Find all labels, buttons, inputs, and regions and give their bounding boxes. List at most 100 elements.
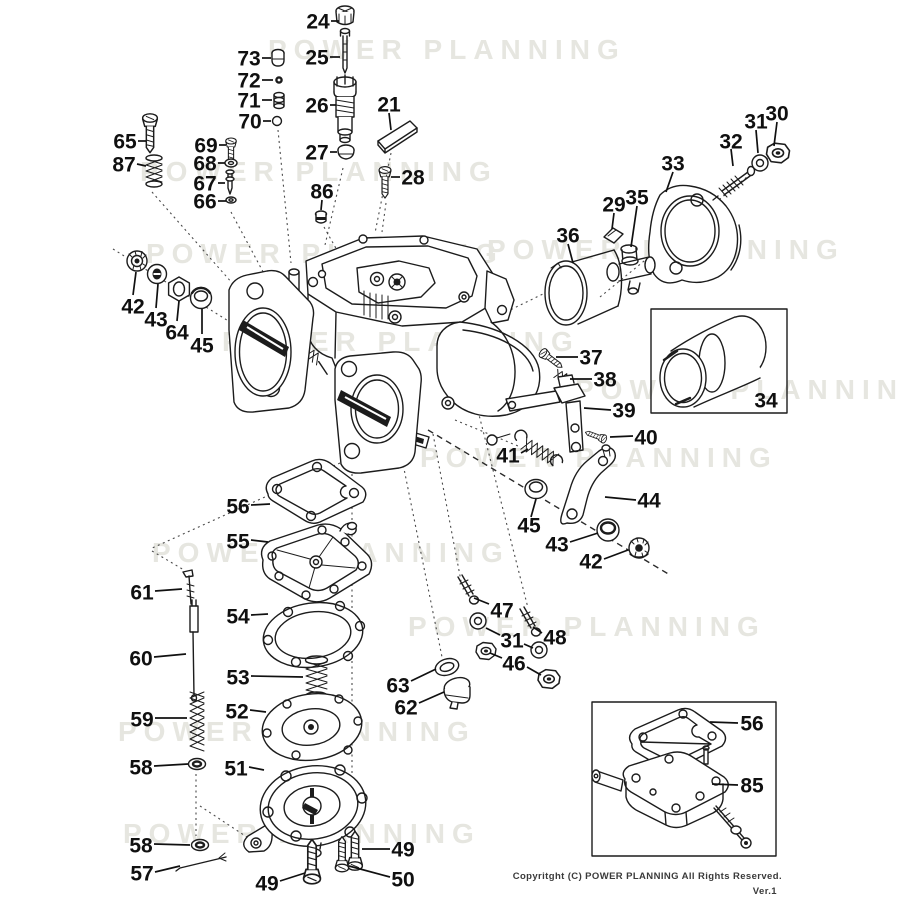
part-label-51: 51 [224, 758, 248, 781]
part-54-gasket [262, 600, 366, 669]
part-67-needle-valve [225, 169, 235, 195]
part-label-24: 24 [306, 11, 330, 34]
part-31-washer-b [469, 612, 487, 630]
part-43-grommet-left [146, 263, 168, 285]
label-leader-line [279, 872, 306, 882]
part-label-27: 27 [305, 142, 328, 165]
label-leader-line [604, 496, 637, 501]
part-43-grommet-right [596, 518, 620, 542]
label-leader-line [730, 148, 734, 167]
part-42-lock-nut-right [628, 537, 650, 559]
part-label-56: 56 [740, 713, 763, 736]
part-label-43: 43 [545, 534, 568, 557]
part-label-41: 41 [496, 445, 520, 468]
part-52-diaphragm [261, 692, 363, 762]
label-leader-line [567, 243, 574, 264]
part-87-spring [145, 154, 163, 188]
label-leader-line [611, 212, 615, 230]
label-leader-line [250, 613, 269, 616]
label-leader-line [410, 668, 437, 682]
part-label-48: 48 [543, 627, 567, 650]
label-leader-line [755, 129, 759, 154]
part-label-45: 45 [190, 335, 214, 358]
part-label-28: 28 [401, 167, 425, 190]
part-label-71: 71 [237, 90, 261, 113]
part-26-main-jet [333, 74, 357, 144]
watermark-text: POWER PLANNING [408, 611, 766, 642]
label-leader-line [153, 763, 189, 767]
part-label-31: 31 [744, 111, 768, 134]
label-leader-line [603, 549, 629, 560]
label-leader-line [320, 199, 323, 211]
part-label-39: 39 [612, 400, 635, 423]
part-label-65: 65 [113, 131, 137, 154]
part-25-rod [339, 27, 351, 74]
part-70-oring [271, 115, 283, 127]
part-label-50: 50 [391, 869, 414, 892]
watermark-text: POWER PLANNING [140, 156, 498, 187]
label-leader-line [153, 653, 187, 658]
part-86-plug [314, 210, 328, 224]
label-leader-line [249, 709, 267, 713]
part-label-72: 72 [237, 70, 260, 93]
label-leader-line [250, 675, 304, 678]
label-leader-line [609, 435, 634, 438]
part-46-nut-a [475, 641, 497, 661]
label-leader-line [154, 588, 183, 592]
part-label-55: 55 [226, 531, 250, 554]
part-73-cap [271, 48, 285, 67]
part-45-bushing-left [189, 286, 213, 310]
part-68-oring [224, 158, 238, 168]
part-label-49: 49 [255, 873, 278, 896]
label-leader-line [526, 666, 542, 676]
label-leader-line [473, 597, 490, 605]
part-32-spring-stud [712, 165, 756, 201]
part-60-pump-rod [189, 599, 199, 702]
label-leader-line [523, 643, 534, 649]
part-label-85: 85 [740, 775, 764, 798]
label-leader-line [711, 783, 739, 786]
part-label-29: 29 [602, 194, 625, 217]
part-65-idle-screw [141, 113, 159, 154]
part-label-87: 87 [112, 154, 135, 177]
part-label-57: 57 [130, 863, 153, 886]
part-85-pump-cover [591, 745, 752, 849]
part-label-59: 59 [130, 709, 153, 732]
part-label-60: 60 [129, 648, 152, 671]
label-leader-line [155, 283, 159, 309]
part-label-38: 38 [593, 369, 617, 392]
part-24-cap-screw [335, 5, 355, 26]
part-45-bushing-right [524, 478, 548, 500]
label-leader-line [250, 503, 271, 506]
part-label-21: 21 [377, 94, 401, 117]
part-label-86: 86 [310, 181, 333, 204]
part-58-washer-a [187, 757, 207, 771]
throttle-flange-upper [228, 269, 315, 413]
part-47-needle-jet [457, 574, 480, 605]
label-leader-line [709, 721, 739, 724]
label-leader-line [530, 498, 537, 518]
inset-box-56-85 [591, 701, 777, 857]
part-label-47: 47 [490, 600, 513, 623]
part-label-45: 45 [517, 515, 541, 538]
label-leader-line [248, 766, 265, 771]
part-label-62: 62 [394, 697, 417, 720]
label-leader-line [583, 407, 612, 411]
part-label-54: 54 [226, 606, 250, 629]
part-label-42: 42 [121, 296, 144, 319]
part-label-44: 44 [637, 490, 661, 513]
part-33-mount-flange [647, 184, 742, 284]
part-label-43: 43 [144, 309, 167, 332]
part-57-pin [175, 852, 227, 872]
part-label-32: 32 [719, 131, 742, 154]
part-label-53: 53 [226, 667, 249, 690]
part-label-34: 34 [754, 390, 778, 413]
label-leader-line [176, 300, 180, 322]
part-51-pump-body [243, 764, 368, 858]
part-35-fitting [606, 244, 656, 295]
part-label-73: 73 [237, 48, 260, 71]
part-label-42: 42 [579, 551, 602, 574]
